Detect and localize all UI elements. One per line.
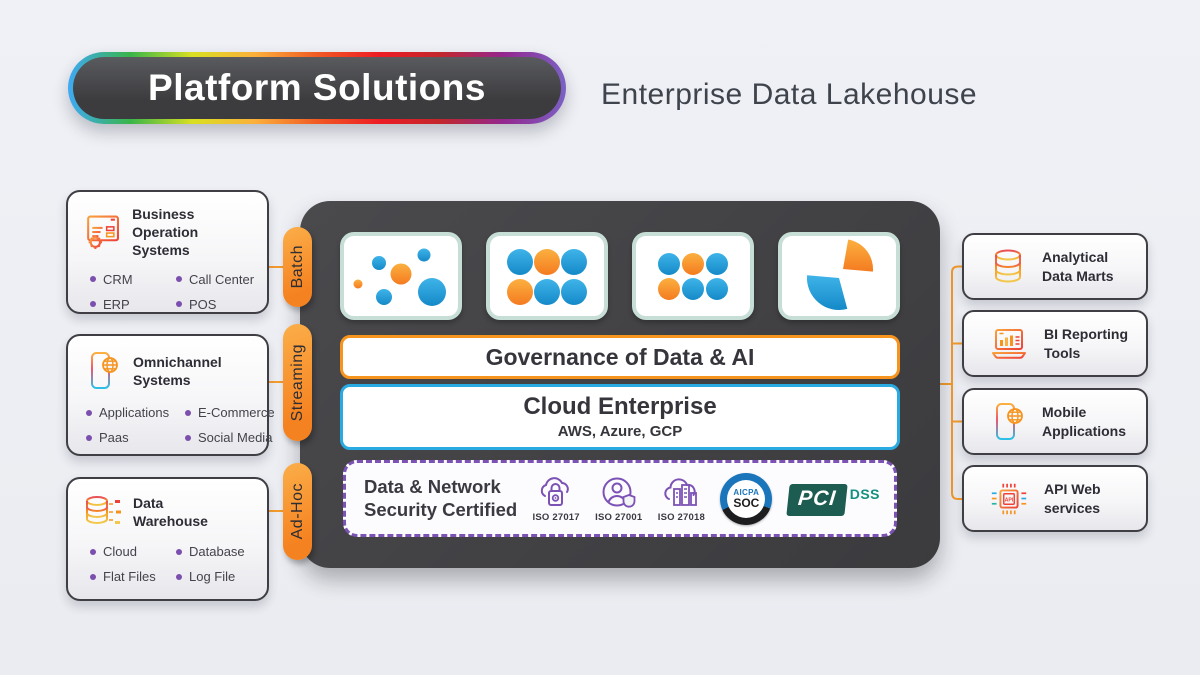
list-item: Call Center <box>176 272 261 287</box>
box-title: API Web services <box>1044 481 1101 516</box>
bullet-dot-icon <box>90 276 96 283</box>
bullet-dot-icon <box>176 573 182 580</box>
list-item: POS <box>176 297 261 312</box>
tag-ad-hoc: Ad-Hoc <box>283 463 312 560</box>
bi-reporting-icon <box>992 328 1026 359</box>
bullet-dot-icon <box>176 276 182 283</box>
box-item-list: Applications E-Commerce Paas Social Medi… <box>68 395 275 445</box>
cloud-building-icon <box>664 477 698 506</box>
cloud-providers-label: AWS, Azure, GCP <box>557 422 683 440</box>
list-item: CRM <box>90 272 176 287</box>
analytical-data-marts-icon <box>995 249 1021 283</box>
bullet-dot-icon <box>185 434 191 441</box>
aicpa-soc-badge: AICPA SOC <box>720 472 773 525</box>
tag-batch: Batch <box>283 227 312 307</box>
api-web-services-box: API API Web services <box>962 465 1148 532</box>
list-item: Paas <box>86 430 185 445</box>
platform-solutions-badge: Platform Solutions <box>68 52 566 124</box>
box-item-list: CRM Call Center ERP POS <box>68 262 267 312</box>
list-item: Cloud <box>90 544 176 559</box>
bullet-dot-icon <box>185 409 191 416</box>
security-certified-strip: Data & Network Security Certified ISO 27… <box>343 460 897 537</box>
iso-27017-badge: ISO 27017 <box>533 475 580 523</box>
security-title: Data & Network Security Certified <box>364 476 518 520</box>
box-title: Omnichannel Systems <box>133 353 222 388</box>
pie-segments-graphic <box>806 239 874 311</box>
list-item: Flat Files <box>90 569 176 584</box>
list-item: E-Commerce <box>185 405 275 420</box>
data-warehouse-icon <box>86 496 121 525</box>
dss-mark: DSS <box>849 485 880 502</box>
box-title: Business Operation Systems <box>132 206 199 259</box>
person-shield-icon <box>602 477 636 508</box>
box-title: Analytical Data Marts <box>1042 249 1114 284</box>
dots-grid-small-logo <box>632 232 754 320</box>
box-title: BI Reporting Tools <box>1044 326 1128 361</box>
bullet-dot-icon <box>90 301 96 308</box>
operations-window-icon <box>87 215 119 250</box>
list-item: Social Media <box>185 430 275 445</box>
platform-solutions-label: Platform Solutions <box>73 57 561 119</box>
data-warehouse-box: Data Warehouse Cloud Database Flat Files… <box>66 477 269 601</box>
mobile-applications-icon <box>996 402 1023 440</box>
api-chip-icon: API <box>991 483 1027 514</box>
business-operation-systems-box: Business Operation Systems CRM Call Cent… <box>66 190 269 314</box>
pci-mark: PCI <box>786 483 848 516</box>
dots-grid-graphic <box>507 249 587 305</box>
governance-bar: Governance of Data & AI <box>340 335 900 379</box>
pie-segments-logo <box>778 232 900 320</box>
box-title: Mobile Applications <box>1042 404 1127 439</box>
bi-reporting-tools-box: BI Reporting Tools <box>962 310 1148 377</box>
list-item: Log File <box>176 569 261 584</box>
analytical-data-marts-box: Analytical Data Marts <box>962 233 1148 300</box>
scatter-dots-logo <box>340 232 462 320</box>
mobile-applications-box: Mobile Applications <box>962 388 1148 455</box>
box-item-list: Cloud Database Flat Files Log File <box>68 534 267 584</box>
list-item: Applications <box>86 405 185 420</box>
iso-27001-badge: ISO 27001 <box>595 475 642 523</box>
scatter-dots-graphic <box>353 248 446 306</box>
governance-label: Governance of Data & AI <box>485 343 755 370</box>
cloud-enterprise-bar: Cloud Enterprise AWS, Azure, GCP <box>340 384 900 450</box>
list-item: Database <box>176 544 261 559</box>
bullet-dot-icon <box>90 573 96 580</box>
bullet-dot-icon <box>176 548 182 555</box>
list-item: ERP <box>90 297 176 312</box>
cloud-enterprise-label: Cloud Enterprise <box>523 393 717 421</box>
bullet-dot-icon <box>86 434 92 441</box>
pci-dss-logo: PCI DSS <box>786 482 880 516</box>
omnichannel-systems-box: Omnichannel Systems Applications E-Comme… <box>66 334 275 456</box>
cloud-lock-icon <box>541 476 569 506</box>
bullet-dot-icon <box>176 301 182 308</box>
iso-27018-badge: ISO 27018 <box>658 475 705 523</box>
page-title: Enterprise Data Lakehouse <box>601 78 978 111</box>
dots-grid-small-graphic <box>658 253 728 300</box>
bullet-dot-icon <box>90 548 96 555</box>
box-title: Data Warehouse <box>133 494 208 529</box>
tag-streaming: Streaming <box>283 324 312 441</box>
aicpa-soc-badge-center: AICPA SOC <box>727 479 766 518</box>
omnichannel-phone-icon <box>91 352 118 389</box>
dots-grid-logo <box>486 232 608 320</box>
bullet-dot-icon <box>86 409 92 416</box>
svg-text:API: API <box>1005 497 1014 503</box>
